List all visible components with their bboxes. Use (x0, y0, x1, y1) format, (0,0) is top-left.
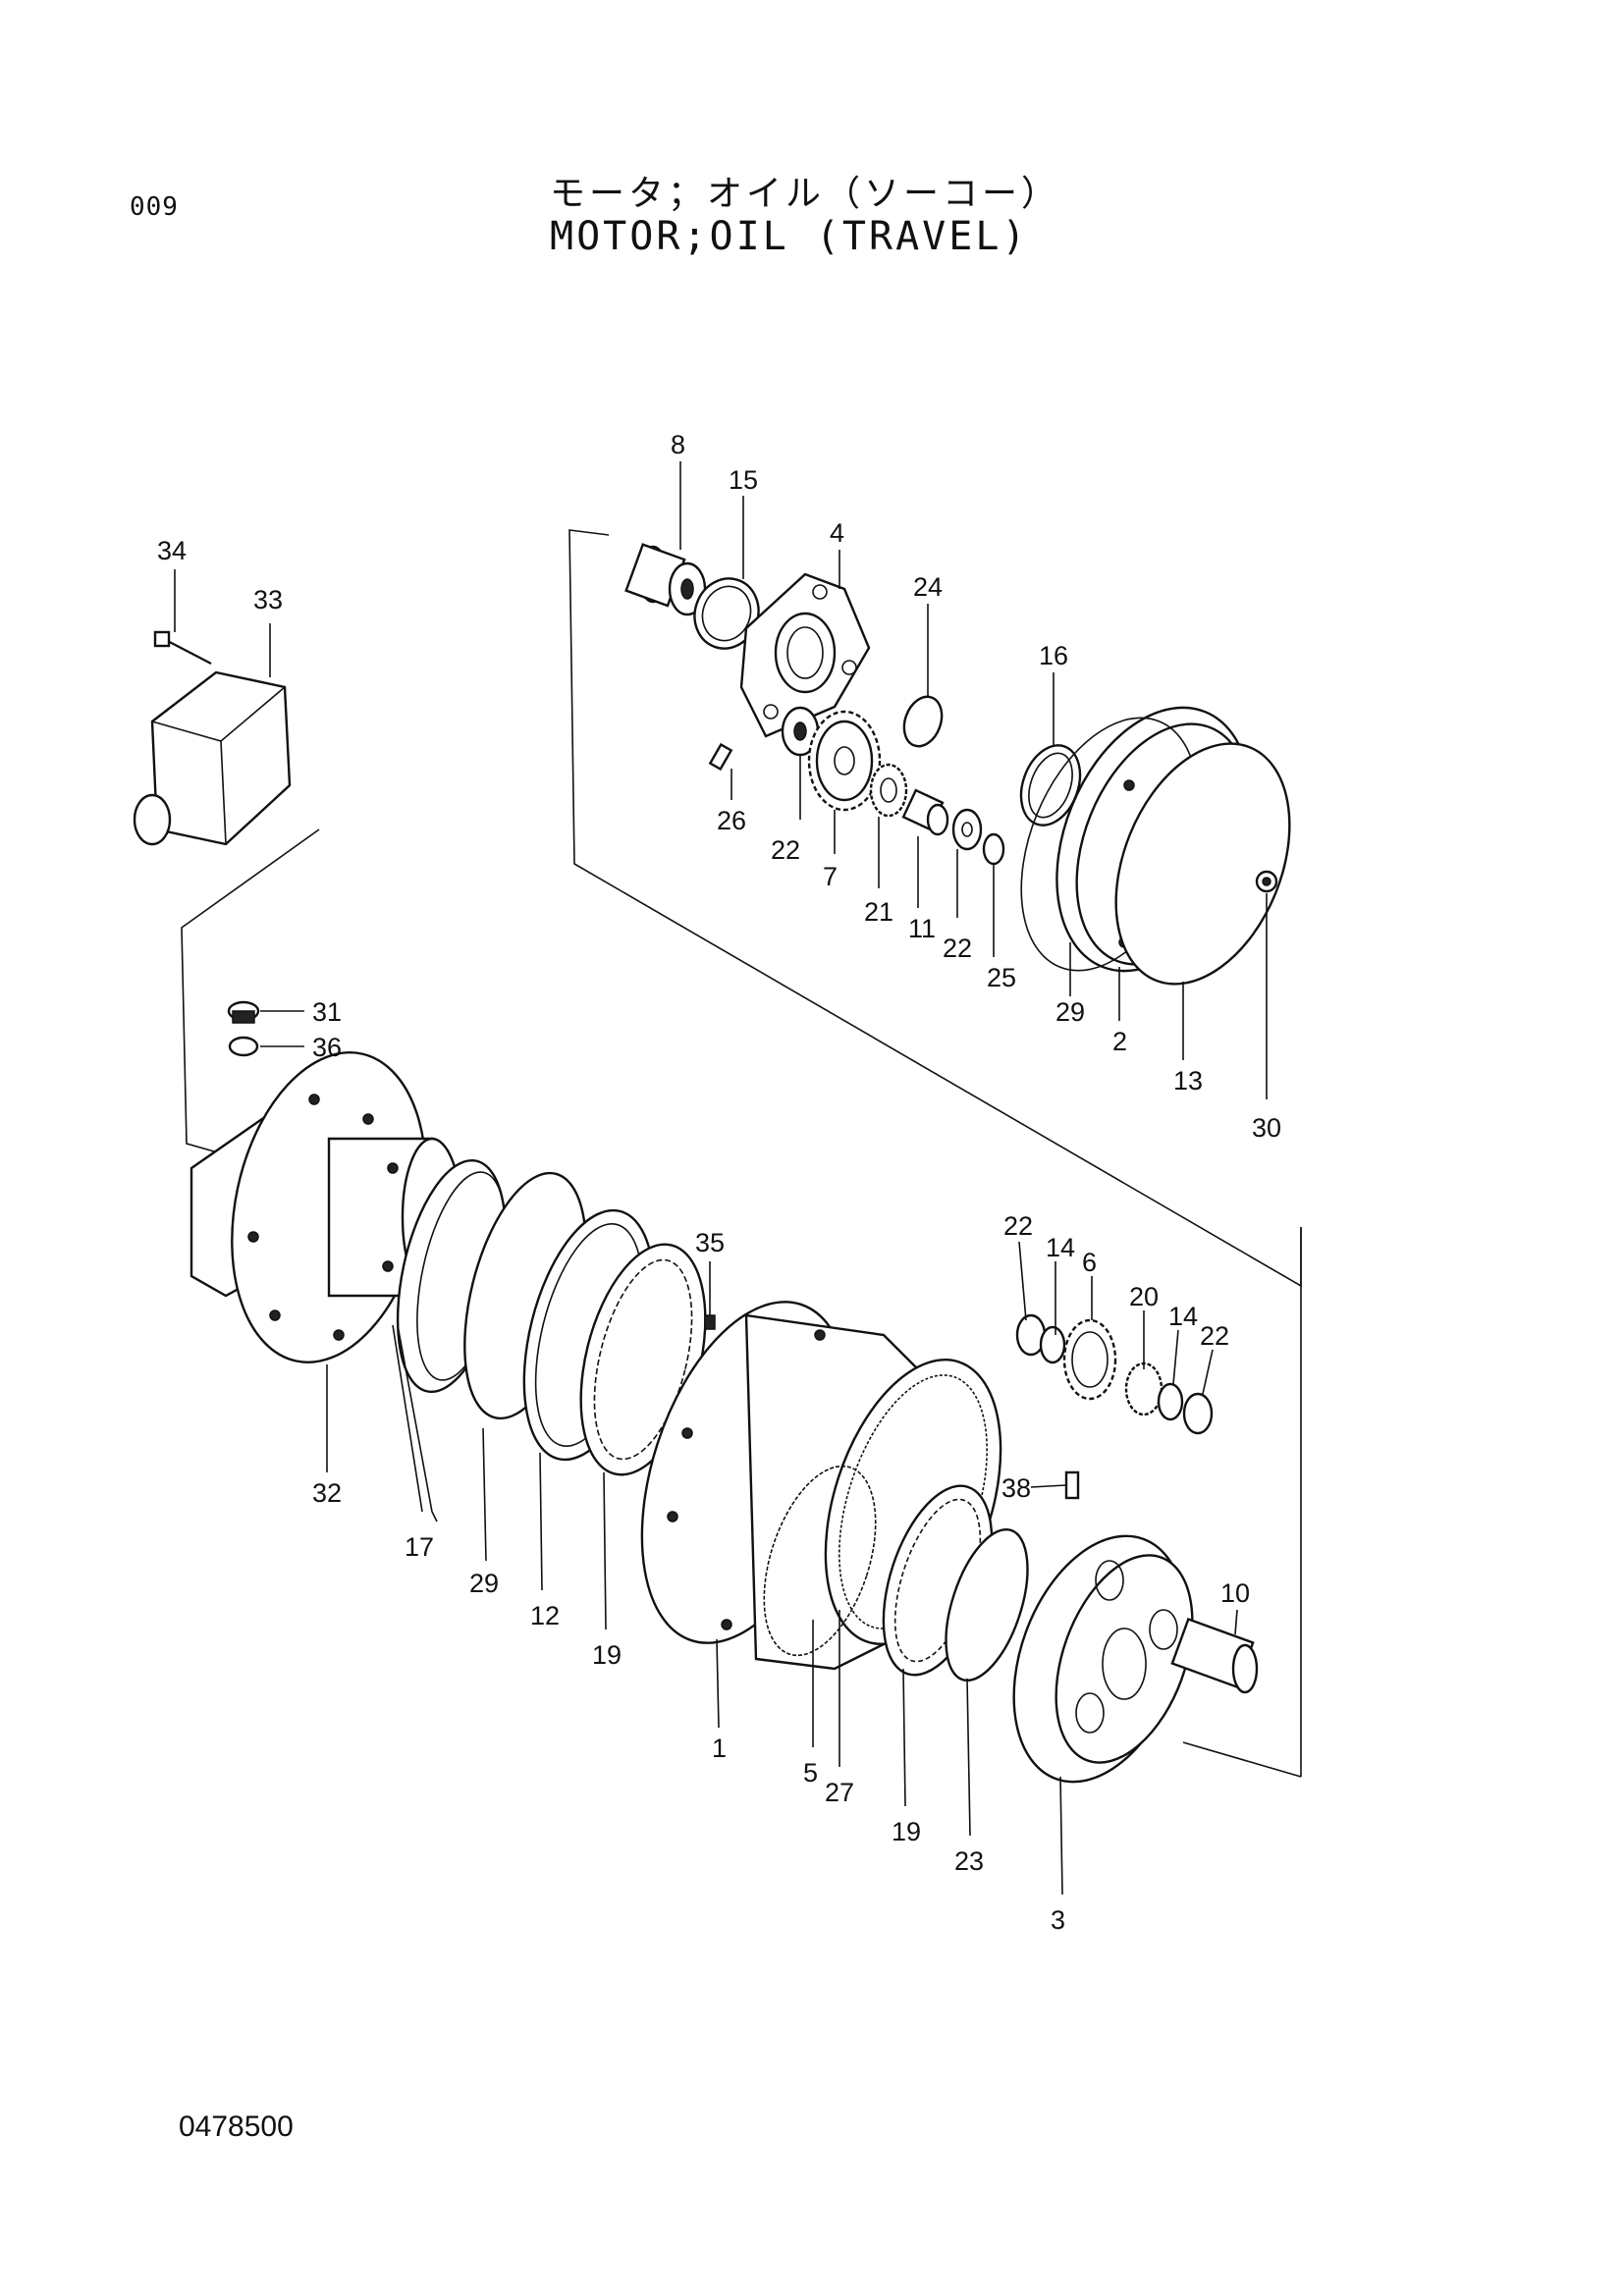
part-11-bushing (901, 788, 949, 836)
callout-5: 5 (803, 1758, 818, 1788)
callout-11: 11 (908, 914, 936, 943)
callout-35: 35 (695, 1228, 725, 1257)
part-23-snap-ring (945, 1527, 1029, 1682)
callout-30: 30 (1252, 1113, 1281, 1143)
callout-29-upper: 29 (1055, 997, 1085, 1027)
part-24-snap-ring (902, 695, 944, 748)
callout-19-upper: 19 (592, 1640, 622, 1670)
callout-24: 24 (913, 572, 943, 602)
part-21-needle-bearing (869, 763, 908, 818)
callout-27: 27 (825, 1778, 854, 1807)
callout-32: 32 (312, 1478, 342, 1508)
callout-7: 7 (823, 862, 838, 891)
title-japanese: モータ；オイル（ソーコー） (550, 174, 1061, 214)
callout-29-lower: 29 (469, 1569, 499, 1598)
part-38-pin (1064, 1470, 1080, 1500)
callout-20: 20 (1129, 1282, 1159, 1311)
callout-38: 38 (1001, 1473, 1031, 1503)
part-22-washer-upper (781, 706, 820, 757)
part-6-planet-gear (1062, 1318, 1117, 1401)
callout-14-right: 14 (1168, 1302, 1198, 1331)
callout-26: 26 (717, 806, 746, 835)
part-25-snap-ring (982, 832, 1005, 866)
callout-1: 1 (712, 1734, 727, 1763)
part-14-bushing-right (1157, 1382, 1184, 1421)
part-34-bolt (153, 630, 212, 665)
callout-23: 23 (954, 1846, 984, 1876)
part-31-plug (227, 1000, 260, 1024)
callout-33: 33 (253, 585, 283, 614)
callout-10: 10 (1220, 1578, 1250, 1608)
callout-22-right: 22 (1200, 1321, 1229, 1351)
page-number: 009 (130, 192, 179, 222)
part-35-pin (704, 1314, 716, 1330)
callout-12: 12 (530, 1601, 560, 1630)
upper-group-frame (568, 529, 1302, 1778)
part-33-valve-block (133, 670, 292, 846)
part-5-ring-gear (763, 1465, 877, 1657)
valve-block-leader (181, 828, 320, 1154)
part-30-plug (1255, 870, 1278, 893)
callout-2: 2 (1112, 1027, 1127, 1056)
part-13-ring (1114, 742, 1291, 986)
callout-22-mid: 22 (943, 934, 972, 963)
part-20-needle-bearing (1124, 1362, 1163, 1416)
callout-4: 4 (830, 518, 844, 548)
part-7-planet-gear (807, 710, 882, 812)
part-26-pin (708, 742, 733, 772)
callout-6: 6 (1082, 1248, 1097, 1277)
leader-lines (174, 461, 1268, 1896)
part-22-washer-lower-right (1182, 1392, 1214, 1435)
callout-21: 21 (864, 897, 893, 927)
part-10-shaft (1170, 1617, 1259, 1694)
callout-34: 34 (157, 536, 187, 565)
part-22-washer-mid (951, 808, 983, 851)
callout-3: 3 (1051, 1905, 1065, 1935)
callout-22-upper: 22 (771, 835, 800, 865)
callout-31: 31 (312, 997, 342, 1027)
callout-8: 8 (671, 430, 685, 459)
part-3-carrier (1012, 1534, 1194, 1784)
callout-labels: 8 15 4 24 16 34 33 26 22 7 21 11 22 25 2… (157, 430, 1281, 1935)
callout-19-lower: 19 (892, 1817, 921, 1846)
callout-36: 36 (312, 1033, 342, 1062)
callout-22-left: 22 (1003, 1211, 1033, 1241)
part-36-o-ring-small (228, 1036, 259, 1057)
callout-14-left: 14 (1046, 1233, 1075, 1262)
part-8-pinion-shaft (624, 543, 707, 616)
callout-16: 16 (1039, 641, 1068, 670)
callout-15: 15 (729, 465, 758, 495)
part-14-bushing-left (1039, 1325, 1066, 1364)
document-number: 0478500 (179, 2110, 294, 2143)
callout-17: 17 (405, 1532, 434, 1562)
callout-13: 13 (1173, 1066, 1203, 1095)
title-english: MOTOR;OIL (TRAVEL) (550, 214, 1029, 259)
callout-25: 25 (987, 963, 1016, 992)
part-4-carrier-plate (739, 572, 871, 738)
